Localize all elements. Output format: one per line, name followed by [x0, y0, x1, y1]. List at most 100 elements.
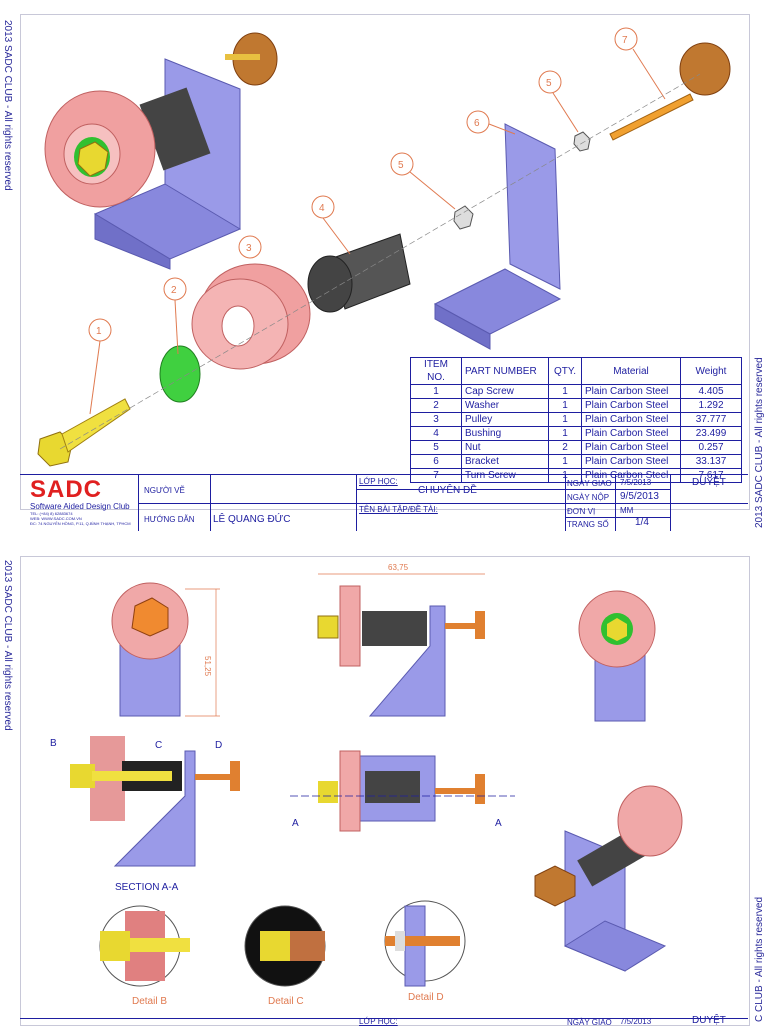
part-turn-screw [609, 42, 731, 141]
detail-d: Detail D [384, 900, 466, 1003]
section-arrow-a-right: A [495, 818, 502, 829]
balloon-7: 7 [622, 35, 628, 46]
bom-header-part: PART NUMBER [461, 357, 549, 385]
bom-cell: 1 [548, 426, 582, 441]
bom-cell: Plain Carbon Steel [581, 398, 681, 413]
part-nut-1 [453, 205, 474, 230]
ngay-nop-label: NGÀY NỘP [567, 493, 610, 502]
lop-hoc-label-2: LỚP HỌC: [359, 1017, 398, 1026]
bom-cell: Washer [461, 398, 549, 413]
part-cap-screw [37, 398, 131, 467]
bom-header-weight: Weight [680, 357, 742, 385]
ngay-giao-value-2: 7/5/2013 [620, 1017, 652, 1026]
bom-header-row: ITEM NO. PART NUMBER QTY. Material Weigh… [410, 357, 742, 385]
bom-cell: 0.257 [680, 440, 742, 455]
section-a-a-view: B C D SECTION A-A [50, 736, 240, 893]
duyet-label-2: DUYỆT [692, 1015, 726, 1026]
balloon-2: 2 [171, 285, 177, 296]
bom-cell: Plain Carbon Steel [581, 384, 681, 399]
exploded-view: 1 2 3 4 5 5 6 7 [37, 27, 731, 467]
nguoi-ve-label: NGƯỜI VẼ [144, 486, 185, 495]
balloon-3: 3 [246, 243, 252, 254]
huong-dan-value: LÊ QUANG ĐỨC [213, 514, 291, 525]
bom-cell: 33.137 [680, 454, 742, 469]
section-label-d: D [215, 740, 222, 751]
bom-cell: 37.777 [680, 412, 742, 427]
balloon-callouts: 1 2 3 4 5 5 6 7 [88, 27, 666, 415]
ngay-nop-value: 9/5/2013 [620, 491, 659, 502]
bom-cell: 1 [548, 412, 582, 427]
bom-cell: 1 [548, 384, 582, 399]
detail-b-label: Detail B [132, 996, 167, 1007]
duyet-label: DUYỆT [692, 477, 726, 488]
trang-so-value: 1/4 [635, 517, 649, 528]
bom-cell: Turn Screw [461, 468, 549, 483]
logo-contact-address: ĐC: 74 NGUYỄN HỒNG, P.11, Q.BÌNH THẠNH, … [30, 521, 131, 526]
bom-header-item: ITEM NO. [410, 357, 462, 385]
left-side-view: 51,25 [111, 582, 220, 717]
logo-contact-web: WEB: WWW.SADC.COM.VN [30, 516, 82, 521]
bom-cell: 1 [548, 398, 582, 413]
sadc-logo: SADC Software Aided Design Club TEL: (+8… [30, 476, 140, 527]
right-side-view [578, 590, 656, 722]
height-dimension: 51,25 [203, 656, 212, 677]
detail-d-label: Detail D [408, 992, 444, 1003]
assembled-iso-view [44, 32, 278, 270]
isometric-view [534, 785, 683, 972]
balloon-6: 6 [474, 118, 480, 129]
bom-cell: Pulley [461, 412, 549, 427]
detail-c-label: Detail C [268, 996, 304, 1007]
don-vi-label: ĐƠN VỊ [567, 507, 596, 516]
bom-cell: 1 [410, 384, 462, 399]
balloon-5b: 5 [546, 78, 552, 89]
bom-cell: Cap Screw [461, 384, 549, 399]
detail-c: Detail C [244, 905, 326, 1007]
part-bushing [307, 233, 411, 313]
bom-cell: 6 [410, 454, 462, 469]
part-nut-2 [573, 131, 591, 152]
bom-cell: Plain Carbon Steel [581, 440, 681, 455]
title-block-1: SADC Software Aided Design Club TEL: (+8… [20, 474, 748, 531]
ngay-giao-label: NGÀY GIAO [567, 479, 612, 488]
detail-b: Detail B [99, 905, 190, 1007]
bom-cell: Plain Carbon Steel [581, 426, 681, 441]
bom-cell: Plain Carbon Steel [581, 468, 681, 483]
balloon-5a: 5 [398, 160, 404, 171]
bom-cell: Bushing [461, 426, 549, 441]
bom-cell: 23.499 [680, 426, 742, 441]
bom-cell: Plain Carbon Steel [581, 412, 681, 427]
ten-bai-label: TÊN BÀI TẬP/ĐỀ TÀI: [359, 505, 438, 514]
section-arrow-a-left: A [292, 818, 299, 829]
ngay-giao-label-2: NGÀY GIAO [567, 1018, 612, 1027]
logo-contact-tel: TEL: (+84) 8) 62883674 [30, 511, 73, 516]
bom-cell: 5 [410, 440, 462, 455]
bom-cell: 2 [548, 440, 582, 455]
balloon-1: 1 [96, 326, 102, 337]
logo-text: SADC [30, 476, 103, 503]
bill-of-materials-table: ITEM NO. PART NUMBER QTY. Material Weigh… [410, 357, 742, 483]
bom-cell: Nut [461, 440, 549, 455]
part-bracket [433, 123, 562, 350]
balloon-4: 4 [319, 203, 325, 214]
huong-dan-label: HƯỚNG DẪN [144, 515, 195, 524]
title-block-2: LỚP HỌC: NGÀY GIAO 7/5/2013 DUYỆT [20, 1015, 748, 1027]
trang-so-label: TRANG SỐ [567, 520, 609, 529]
bom-cell: 4 [410, 426, 462, 441]
ngay-giao-value: 7/5/2013 [620, 478, 652, 487]
don-vi-value: MM [620, 506, 634, 515]
bom-cell: Bracket [461, 454, 549, 469]
logo-subtitle: Software Aided Design Club [30, 502, 130, 511]
orthographic-views: 51,25 63,75 B C D SECTION A-A [50, 563, 683, 1007]
bom-cell: 3 [410, 412, 462, 427]
section-label-b: B [50, 738, 57, 749]
bom-header-material: Material [581, 357, 681, 385]
front-view: 63,75 [317, 563, 485, 717]
section-a-a-title: SECTION A-A [115, 882, 179, 893]
bom-cell: 4.405 [680, 384, 742, 399]
width-dimension: 63,75 [388, 563, 409, 572]
